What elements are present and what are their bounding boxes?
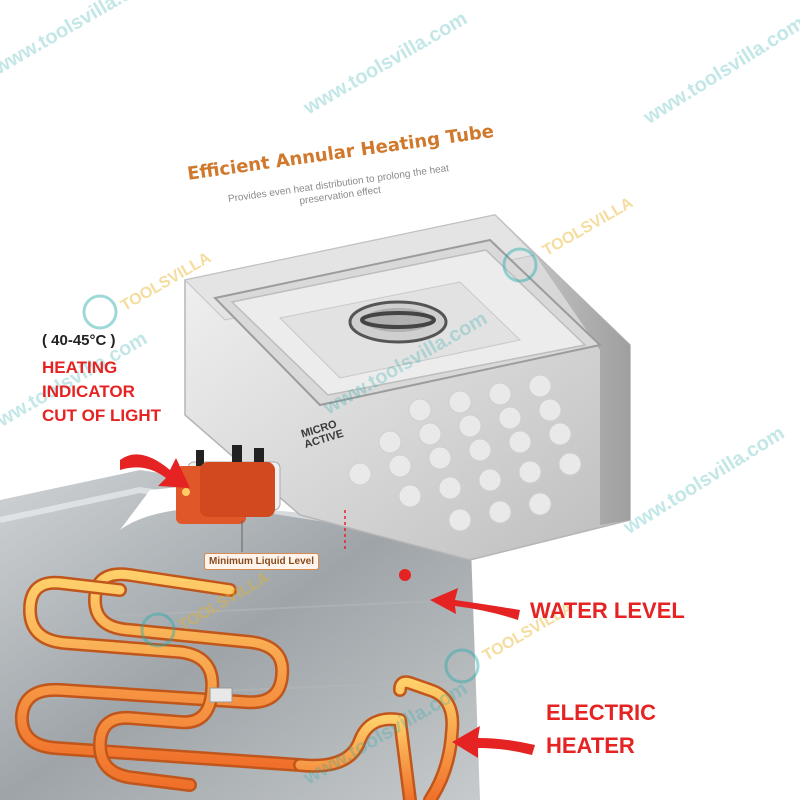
pan-lid [213,238,603,407]
heating-indicator-label-line-3: CUT OF LIGHT [42,406,161,425]
heating-indicator-label-line-2: INDICATOR [42,382,135,401]
callout-arrows [120,454,535,758]
watermark-logo [82,247,538,684]
min-liquid-level-label: Minimum Liquid Level [204,553,320,570]
perforated-panel [348,374,582,532]
water-level-label: WATER LEVEL [530,598,685,623]
electric-heater-label-line-1: ELECTRIC [546,700,656,725]
electric-heater-label-line-2: HEATER [546,733,635,758]
temperature-range: ( 40-45°C ) [42,332,116,349]
water-level-marker [241,510,411,581]
electric-heater-coil [14,567,460,800]
heating-indicator-label-line-1: HEATING [42,358,118,377]
heating-indicator-knob [176,445,281,524]
